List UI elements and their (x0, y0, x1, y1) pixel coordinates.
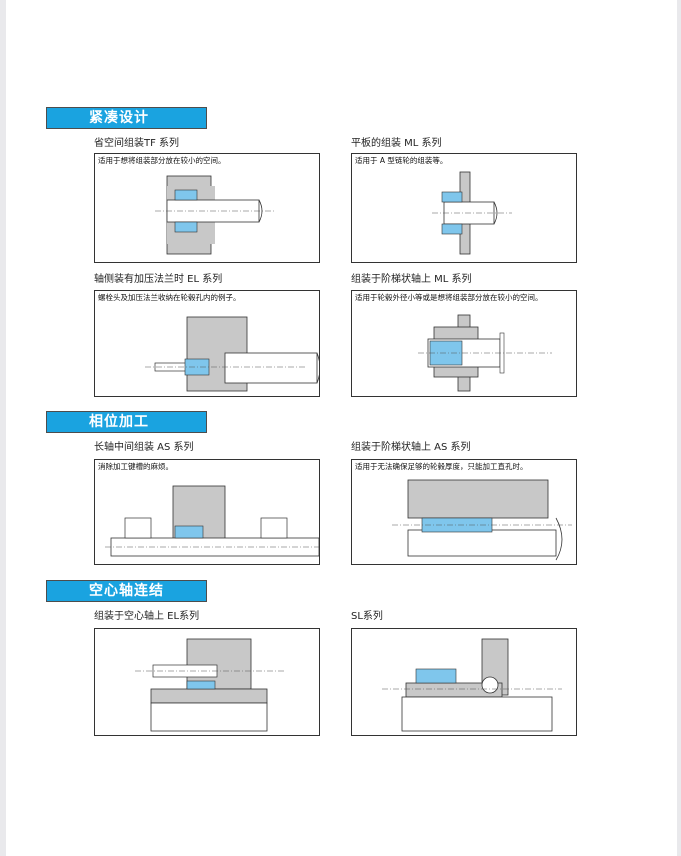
caption-tf: 省空间组装TF 系列 (94, 138, 180, 149)
figure-el: 螺栓头及加压法兰收纳在轮毂孔内的例子。 (94, 290, 320, 397)
diagram-ml (432, 171, 512, 255)
figure-as-stepped: 适用于无法确保足够的轮毂厚度，只能加工直孔时。 (351, 459, 577, 565)
diagram-as-stepped (392, 479, 572, 561)
figure-ml: 适用于 A 型链轮的组装等。 (351, 153, 577, 263)
note-as: 消除加工键槽的麻烦。 (98, 462, 173, 471)
section-header-phase: 相位加工 (46, 411, 207, 433)
section-header-compact: 紧凑设计 (46, 107, 207, 129)
note-el: 螺栓头及加压法兰收纳在轮毂孔内的例子。 (98, 293, 241, 302)
note-ml: 适用于 A 型链轮的组装等。 (355, 156, 448, 165)
figure-as: 消除加工键槽的麻烦。 (94, 459, 320, 565)
figure-tf: 适用于想将组装部分放在较小的空间。 (94, 153, 320, 263)
section-header-hollow: 空心轴连结 (46, 580, 207, 602)
caption-as: 长轴中间组装 AS 系列 (94, 442, 194, 453)
diagram-as (105, 485, 319, 557)
page-edge-left (0, 0, 6, 856)
figure-ml-stepped: 适用于轮毂外径小等或是想将组装部分放在较小的空间。 (351, 290, 577, 397)
caption-el: 轴侧装有加压法兰时 EL 系列 (94, 274, 223, 285)
note-tf: 适用于想将组装部分放在较小的空间。 (98, 156, 226, 165)
note-as-stepped: 适用于无法确保足够的轮毂厚度，只能加工直孔时。 (355, 462, 528, 471)
diagram-el-hollow (135, 638, 285, 732)
diagram-tf (155, 175, 275, 255)
figure-sl (351, 628, 577, 736)
caption-el-hollow: 组装于空心轴上 EL系列 (94, 611, 200, 622)
diagram-ml-stepped (418, 314, 552, 392)
note-ml-stepped: 适用于轮毂外径小等或是想将组装部分放在较小的空间。 (355, 293, 543, 302)
caption-ml-stepped: 组装于阶梯状轴上 ML 系列 (351, 274, 472, 285)
diagram-sl (382, 638, 562, 732)
page-edge-right (677, 0, 681, 856)
caption-sl: SL系列 (351, 611, 383, 622)
diagram-el (145, 316, 319, 392)
figure-el-hollow (94, 628, 320, 736)
caption-as-stepped: 组装于阶梯状轴上 AS 系列 (351, 442, 471, 453)
caption-ml: 平板的组装 ML 系列 (351, 138, 442, 149)
